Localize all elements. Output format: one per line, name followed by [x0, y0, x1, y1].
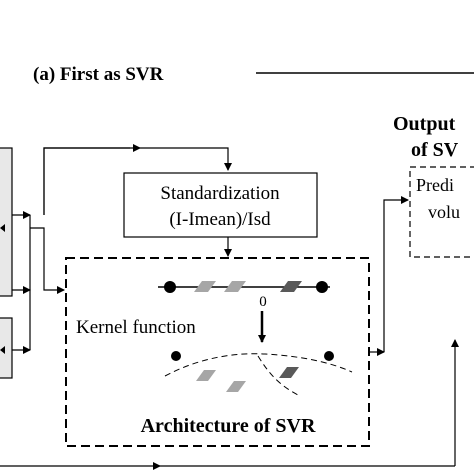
output-heading-line1: Output: [393, 113, 456, 135]
feature-point-left: [171, 351, 181, 361]
architecture-label: Architecture of SVR: [141, 415, 316, 437]
feature-marker-3: [279, 367, 299, 378]
top-path: [43, 144, 232, 215]
standardization-box: [123, 172, 318, 238]
input-box-top: [0, 147, 13, 297]
feature-marker-1: [196, 370, 216, 381]
decision-boundary-upper: [164, 353, 353, 377]
decision-boundary-lower: [257, 355, 301, 397]
output-connectors: [0, 196, 459, 470]
prediction-box: [409, 166, 474, 258]
prediction-line1: Predi: [416, 175, 454, 195]
sample-marker-3: [280, 281, 302, 292]
axis-zero-label: 0: [259, 294, 267, 310]
input-arrowhead: [0, 224, 5, 232]
feature-point-right: [324, 351, 334, 361]
input-box-bottom: [0, 317, 13, 379]
kernel-function-label: Kernel function: [76, 317, 196, 338]
standardization-formula: (I-Imean)/Isd: [169, 209, 271, 230]
prediction-line2: volu: [428, 202, 460, 222]
feature-marker-2: [226, 381, 246, 392]
support-vector-left: [164, 281, 176, 293]
output-heading-line2: of SV: [411, 139, 459, 161]
section-title: (a) First as SVR: [33, 64, 164, 85]
standardization-title: Standardization: [160, 183, 280, 204]
input-arrowhead-2: [0, 346, 5, 354]
sample-marker-2: [224, 281, 246, 292]
support-vector-right: [316, 281, 328, 293]
sample-marker-1: [194, 281, 216, 292]
